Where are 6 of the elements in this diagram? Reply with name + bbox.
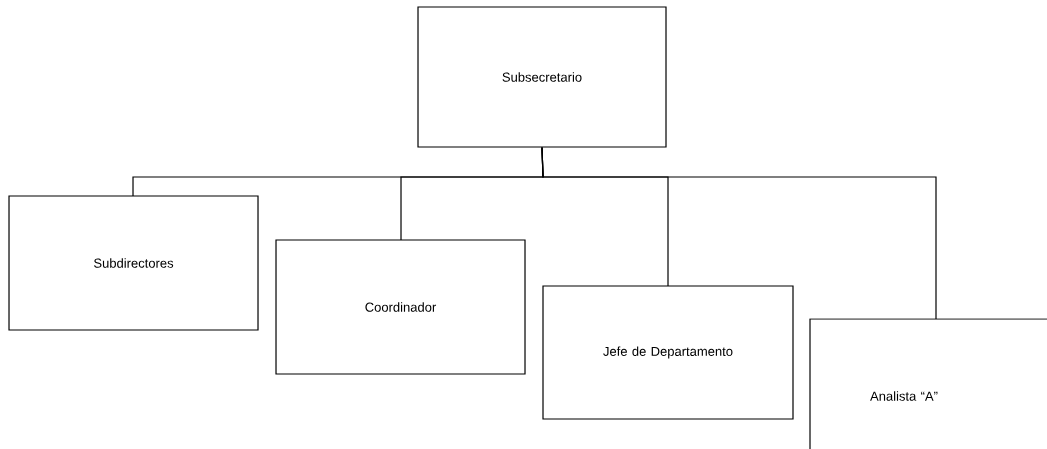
- org-box: Subsecretario: [417, 6, 667, 148]
- org-box: Coordinador: [275, 239, 526, 375]
- org-box: Jefe de Departamento: [542, 285, 794, 420]
- connector-line: [541, 147, 937, 320]
- org-box: Analista “A”: [809, 318, 1047, 449]
- org-box: Subdirectores: [8, 195, 259, 331]
